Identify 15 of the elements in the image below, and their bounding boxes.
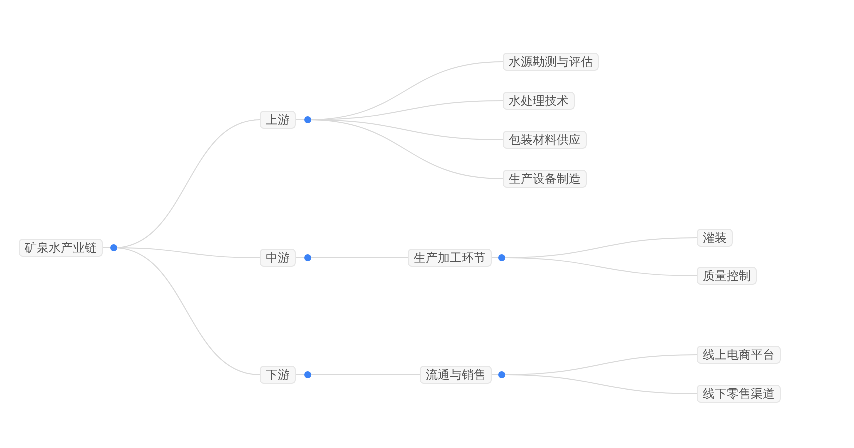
node-label: 线下零售渠道 xyxy=(697,385,781,403)
connector-line xyxy=(296,374,420,376)
node-label: 中游 xyxy=(260,249,296,267)
node-label: 上游 xyxy=(260,111,296,129)
node-label: 下游 xyxy=(260,366,296,384)
node-label: 生产设备制造 xyxy=(503,170,587,188)
node-label: 线上电商平台 xyxy=(697,346,781,364)
node-label: 包装材料供应 xyxy=(503,131,587,149)
node-label: 质量控制 xyxy=(697,267,757,285)
node-label: 生产加工环节 xyxy=(408,249,492,267)
node-label: 矿泉水产业链 xyxy=(19,239,103,257)
node-label: 流通与销售 xyxy=(420,366,492,384)
node-label: 灌装 xyxy=(697,229,733,247)
node-label: 水处理技术 xyxy=(503,92,575,110)
node-label: 水源勘测与评估 xyxy=(503,53,599,71)
